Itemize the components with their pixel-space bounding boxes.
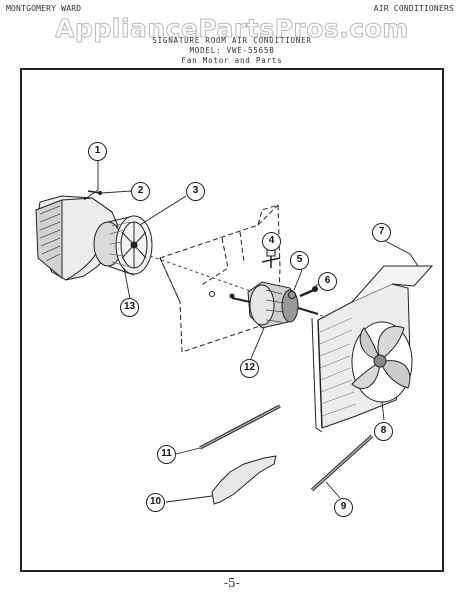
blower-housing (35, 195, 119, 281)
screw (87, 190, 103, 196)
category-header: AIR CONDITIONERS (373, 4, 454, 13)
brand-header: MONTGOMERY WARD (6, 4, 82, 13)
motor-mount-bracket (159, 204, 281, 353)
callout-11: 11 (157, 445, 176, 464)
callout-1: 1 (88, 142, 107, 161)
fan-motor (231, 281, 319, 329)
retainer-strip (211, 455, 277, 505)
callout-13: 13 (120, 298, 139, 317)
page-number: -5- (224, 576, 240, 590)
callout-3: 3 (186, 182, 205, 201)
callout-5: 5 (290, 251, 309, 270)
clamp-washer (288, 291, 296, 299)
callout-10: 10 (146, 493, 165, 512)
section-title: Fan Motor and Parts (181, 56, 283, 65)
blower-wheel (93, 215, 153, 276)
watermark: AppliancePartsPros.com (55, 14, 409, 44)
callout-7: 7 (372, 223, 391, 242)
model-number: MODEL: VWE-5565B (189, 46, 275, 55)
clamp-screw (299, 286, 318, 298)
callout-12: 12 (240, 359, 259, 378)
callout-2: 2 (131, 182, 150, 201)
callout-8: 8 (374, 422, 393, 441)
callout-9: 9 (334, 498, 353, 517)
callout-6: 6 (318, 272, 337, 291)
diagram-frame (20, 68, 444, 572)
diagram-title: SIGNATURE ROOM AIR CONDITIONER (152, 36, 312, 45)
washer (209, 291, 215, 297)
condenser-fan-blade (351, 321, 413, 403)
callout-4: 4 (262, 232, 281, 251)
